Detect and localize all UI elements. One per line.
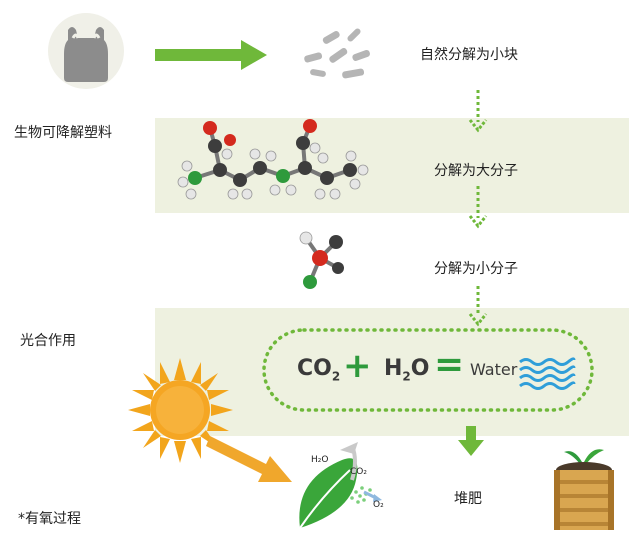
- equals-sign: =: [434, 344, 465, 385]
- small-molecule-icon: [299, 231, 344, 289]
- step-small-pieces: 自然分解为小块: [420, 47, 518, 63]
- co2-formula: CO2: [297, 356, 341, 384]
- sunbeam-arrow-icon: [206, 436, 292, 482]
- right-arrow-icon: [155, 40, 267, 70]
- step-small-molecules: 分解为小分子: [434, 261, 518, 277]
- dotted-down-arrow-icon-1: [468, 90, 488, 133]
- plastic-pieces-icon: [304, 28, 370, 79]
- water-label: Water: [470, 360, 518, 379]
- water-waves-icon: [519, 357, 576, 390]
- leaf-photosynthesis-icon: [299, 442, 382, 529]
- large-molecule-icon: [177, 119, 369, 200]
- label-photosynthesis: 光合作用: [20, 333, 76, 349]
- leaf-o2-label: O₂: [373, 500, 384, 510]
- plastic-bag-icon: [48, 13, 124, 89]
- label-aerobic-process: *有氧过程: [18, 511, 81, 527]
- dotted-down-arrow-icon-3: [468, 286, 488, 327]
- step-compost: 堆肥: [454, 491, 482, 507]
- h2o-formula: H2O: [384, 356, 430, 384]
- dotted-down-arrow-icon-2: [468, 186, 488, 229]
- down-arrow-icon: [458, 426, 484, 456]
- plus-sign: +: [343, 346, 372, 386]
- leaf-co2-label: CO₂: [350, 467, 367, 477]
- step-large-molecules: 分解为大分子: [434, 163, 518, 179]
- equation-box: [262, 328, 594, 412]
- leaf-h2o-label: H₂O: [311, 455, 329, 465]
- compost-bin-icon: [554, 449, 614, 530]
- label-biodegradable-plastic: 生物可降解塑料: [14, 125, 112, 141]
